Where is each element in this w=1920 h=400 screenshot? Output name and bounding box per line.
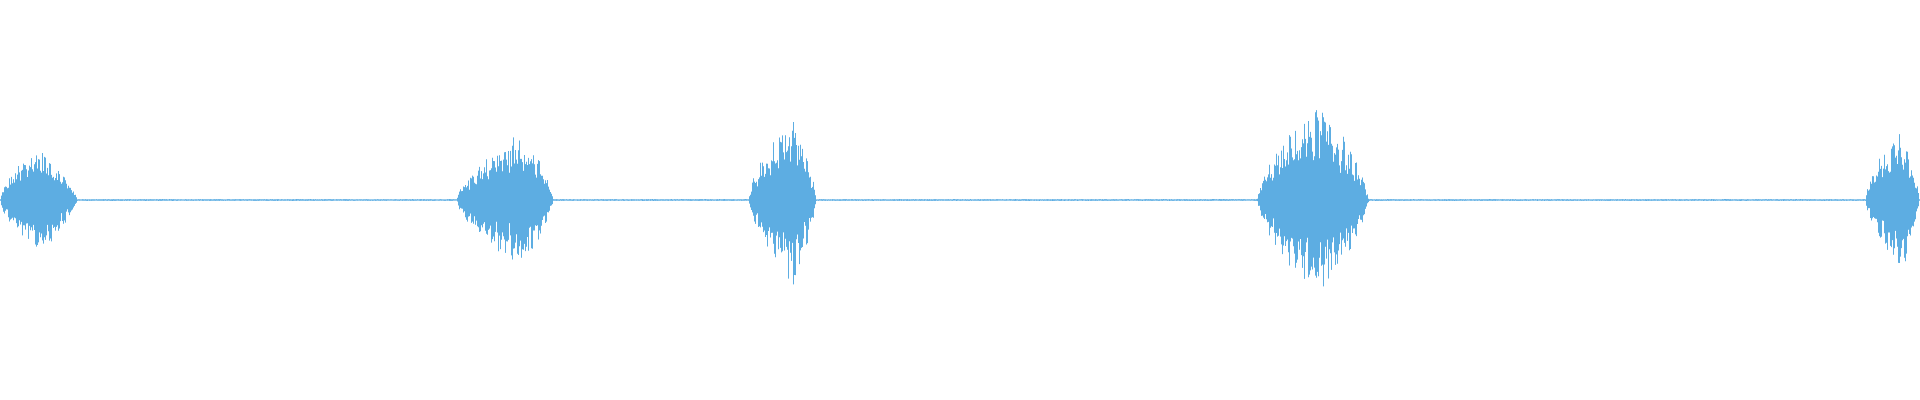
waveform-path — [0, 110, 1920, 287]
waveform-samples — [0, 110, 1920, 287]
